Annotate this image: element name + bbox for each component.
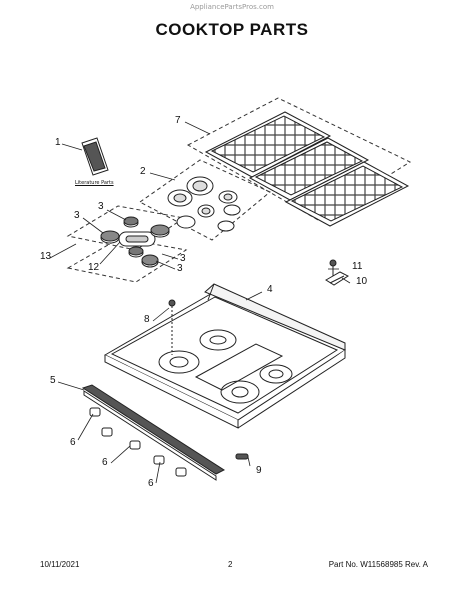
footer-date: 10/11/2021: [40, 560, 80, 569]
callout-5: 5: [50, 375, 56, 386]
grates-group-box: [186, 97, 412, 221]
cooktop-panel: [103, 283, 347, 429]
callout-6: 6: [148, 478, 154, 489]
grate-center: [248, 137, 370, 201]
callout-11: 11: [352, 261, 363, 272]
cooktop-screw: [168, 299, 176, 355]
callout-13: 13: [40, 251, 52, 262]
grate-right: [284, 161, 410, 227]
callout-10: 10: [356, 276, 368, 287]
literature-parts-label: Literature Parts: [75, 180, 114, 186]
footer-page-number: 2: [228, 560, 233, 569]
left-cap-group-box: [66, 205, 186, 251]
callout-3: 3: [74, 210, 80, 221]
literature-booklet: [81, 137, 109, 176]
left-cap-group-box-lower: [66, 237, 188, 283]
igniter-bracket: [325, 259, 350, 286]
small-burner-caps: [100, 216, 170, 268]
callout-2: 2: [140, 166, 146, 177]
callout-9: 9: [256, 465, 262, 476]
callout-7: 7: [175, 115, 181, 126]
watermark-text: AppliancePartsPros.com: [190, 3, 274, 11]
grate-left: [204, 111, 332, 178]
callout-8: 8: [144, 314, 150, 325]
callout-6: 6: [70, 437, 76, 448]
control-panel: [81, 384, 226, 481]
callout-3: 3: [177, 263, 183, 274]
callout-12: 12: [88, 262, 100, 273]
control-knobs: [89, 407, 187, 477]
callout-4: 4: [267, 284, 273, 295]
spark-igniter: [235, 453, 249, 460]
callout-3: 3: [180, 253, 186, 264]
footer-part-number: Part No. W11568985 Rev. A: [328, 560, 428, 569]
page-title: COOKTOP PARTS: [155, 20, 309, 39]
burner-cap-set: [167, 176, 241, 232]
callout-1: 1: [55, 137, 61, 148]
callout-3: 3: [98, 201, 104, 212]
callout-6: 6: [102, 457, 108, 468]
